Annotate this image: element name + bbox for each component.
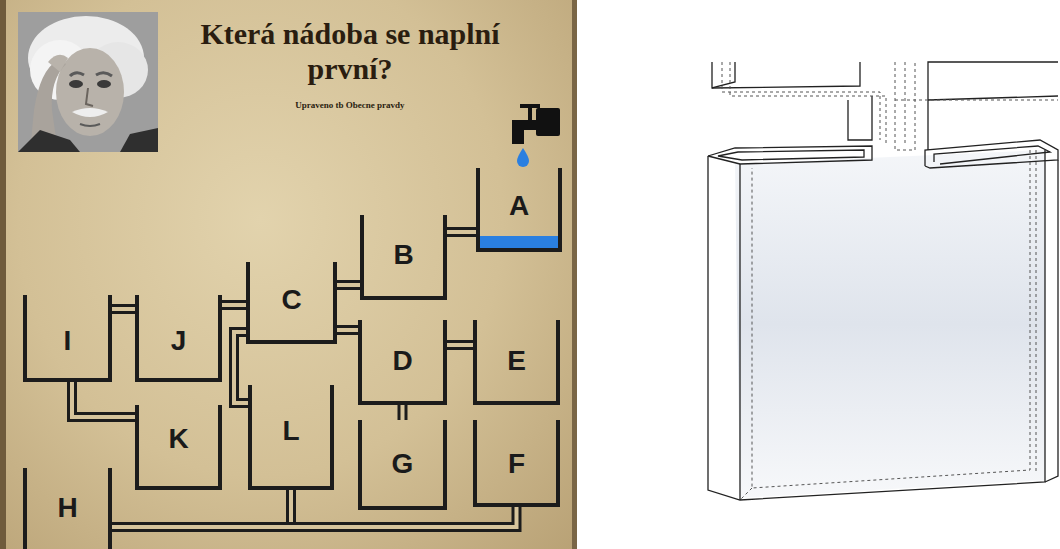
- pipe-wall: [112, 304, 135, 314]
- container-vessel: J: [135, 295, 222, 382]
- pipe-bore: [222, 303, 246, 307]
- pipe-wall: [398, 405, 408, 420]
- container-vessel: E: [473, 320, 560, 405]
- pipe-wall: [447, 227, 476, 237]
- pipe: [112, 507, 517, 527]
- container-vessel: A: [476, 168, 562, 252]
- pipe-bore: [72, 382, 135, 417]
- vessel-letter: C: [250, 284, 333, 316]
- container-vessel: H: [23, 468, 112, 549]
- pipe: [72, 382, 135, 417]
- pipe: [447, 345, 473, 346]
- container-vessel: K: [135, 405, 222, 490]
- vessel-letter: D: [362, 345, 443, 377]
- vessel-letter: L: [252, 415, 330, 447]
- vessel-letter: G: [362, 448, 443, 480]
- container-vessel: F: [473, 420, 560, 507]
- credit-note: Upraveno tb Obecne pravdy: [185, 100, 515, 111]
- pipe-wall: [112, 490, 291, 527]
- hidden-edges: [722, 62, 1058, 500]
- portrait-photo: [18, 12, 158, 152]
- pipe-bore: [401, 405, 405, 420]
- pipe-bore: [337, 328, 358, 332]
- pipe-wall: [337, 280, 360, 290]
- pipe-bore: [112, 307, 135, 311]
- pipe: [222, 305, 246, 306]
- pipe-bore: [112, 490, 291, 527]
- pipe-wall: [222, 300, 246, 310]
- pipe-wall: [447, 340, 473, 350]
- vessel-letter: J: [139, 325, 218, 357]
- pipe-wall: [337, 325, 358, 335]
- water-drop: [517, 148, 529, 167]
- pipe-bore: [447, 230, 476, 234]
- title: Která nádoba se naplní první?: [185, 16, 515, 86]
- pipe: [112, 309, 135, 310]
- container-vessel: D: [358, 320, 447, 405]
- vessel-letter: E: [477, 345, 556, 377]
- vessel-letter: I: [27, 325, 108, 357]
- vessel-letter: F: [477, 448, 556, 480]
- pipe: [112, 490, 291, 527]
- pipe-wall: [72, 382, 135, 417]
- faucet-icon: [512, 104, 560, 144]
- container-vessel: I: [23, 295, 112, 382]
- pipe-bore: [112, 507, 517, 527]
- vessel-letter: K: [139, 423, 218, 455]
- pipe: [337, 330, 358, 331]
- pipe-wall: [112, 507, 517, 527]
- pipe-bore: [337, 283, 360, 287]
- water-fill: [480, 236, 558, 248]
- pipe: [447, 232, 476, 233]
- container-vessel: G: [358, 420, 447, 510]
- vessel-letter: B: [364, 239, 443, 271]
- pipe-bore: [447, 343, 473, 347]
- vessel-letter: H: [27, 492, 108, 524]
- vessel-letter: A: [480, 190, 558, 222]
- pipe: [337, 285, 360, 286]
- wireframe-container: [708, 62, 1058, 500]
- container-vessel: B: [360, 215, 447, 300]
- container-vessel: C: [246, 262, 337, 344]
- container-vessel: L: [248, 385, 334, 490]
- pipe: [402, 405, 403, 420]
